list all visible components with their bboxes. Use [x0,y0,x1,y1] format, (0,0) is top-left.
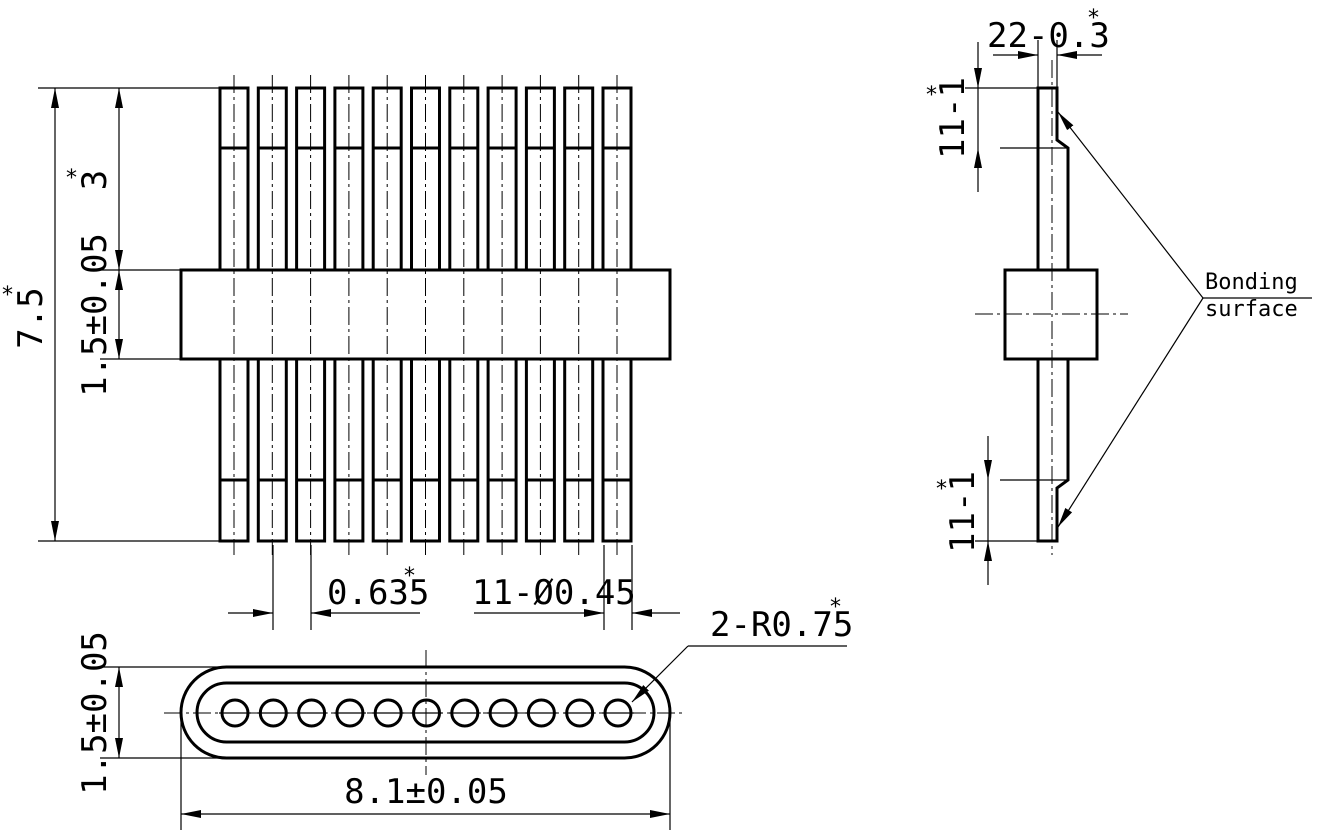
front-pin-centerlines [233,75,618,555]
bonding-label-line2: surface [1205,297,1298,322]
body-width-label: 8.1±0.05 [344,772,508,812]
corner-radius-star: * [830,595,841,620]
lead-thickness-label: 22-0.3 [987,16,1110,56]
front-view-dimensions: 7.5 * 3 * 1.5±0.05 0.635 * 11-Ø0.45 [2,87,680,630]
bond-length-bottom-star: * [936,477,947,502]
bottom-view-pin-holes [219,698,634,728]
overall-height-label: 7.5 [11,287,51,348]
overall-height-star: * [2,283,13,308]
body-thickness-bottom-label: 1.5±0.05 [75,631,115,795]
pin-length-star: * [66,166,77,191]
bond-length-top-star: * [926,83,937,108]
bottom-view-dimensions: 1.5±0.05 8.1±0.05 2-R0.75 * [75,595,853,830]
bottom-view [164,650,685,775]
bonding-leader-bottom [1057,297,1204,528]
bond-length-bottom-label: 11-1 [943,471,983,553]
side-view-dimensions: 22-0.3 * 11-1 * 11-1 * Bonding surface [926,6,1312,585]
corner-radius-label: 2-R0.75 [710,605,853,645]
bonding-label-line1: Bonding [1205,270,1298,295]
side-view [975,60,1128,555]
pin-length-label: 3 [75,170,115,190]
front-view [179,75,672,555]
pin-diameter-label: 11-Ø0.45 [472,573,636,613]
bond-length-top-label: 11-1 [933,77,973,159]
pitch-star: * [404,564,415,589]
pitch-label: 0.635 [327,573,429,613]
body-thickness-front-label: 1.5±0.05 [75,233,115,397]
bonding-leader-top [1057,111,1204,299]
lead-thickness-star: * [1088,6,1099,31]
